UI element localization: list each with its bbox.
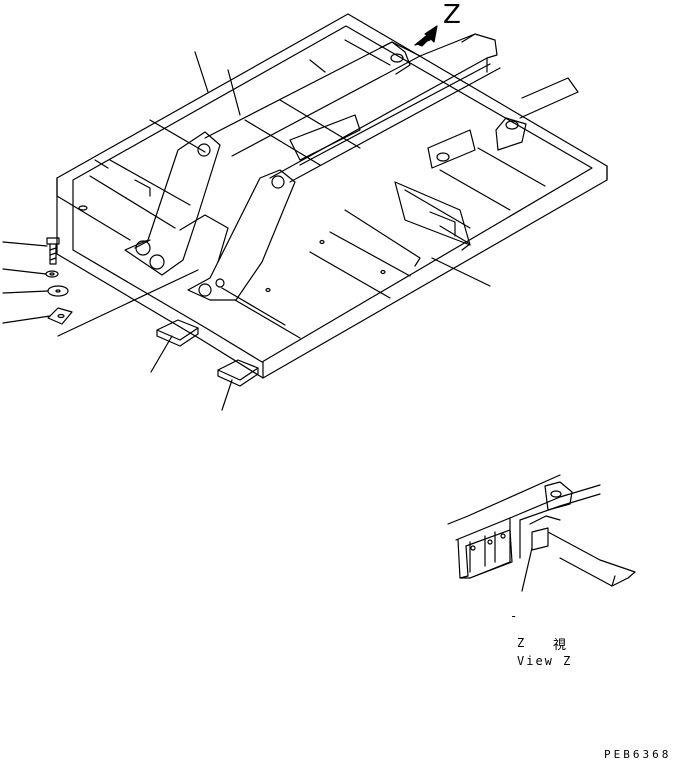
drawing-code: PEB6368	[604, 748, 672, 761]
exploded-hardware	[45, 237, 73, 325]
inset-callout-dash: -	[510, 609, 518, 623]
view-z-arrow	[414, 25, 438, 47]
main-frame	[56, 13, 608, 379]
cross-member	[394, 181, 471, 246]
inset-view-z	[447, 474, 636, 587]
inset-view-letter: Z	[517, 636, 525, 650]
step-pads	[156, 319, 259, 387]
boom-brackets	[124, 131, 296, 301]
inset-caption: View Z	[517, 654, 573, 668]
view-z-letter: Z	[443, 0, 461, 30]
side-beam	[204, 33, 579, 183]
inset-view-kanji: 視	[553, 638, 567, 653]
leader-lines	[2, 51, 533, 592]
